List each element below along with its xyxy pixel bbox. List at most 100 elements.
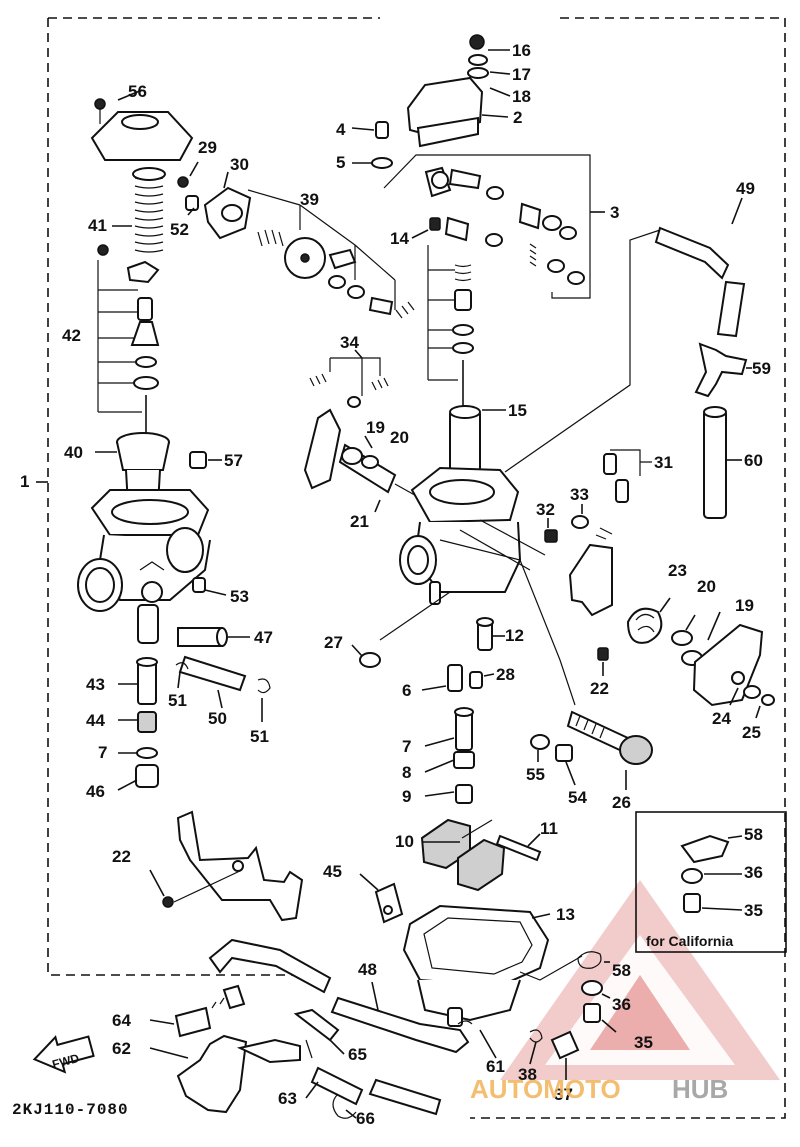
callout-38: 38 xyxy=(518,1065,537,1084)
callout-33: 33 xyxy=(570,485,589,504)
callout-47: 47 xyxy=(254,628,273,647)
plug-46 xyxy=(135,764,159,788)
callout-21: 21 xyxy=(350,512,369,531)
callout-30: 30 xyxy=(230,155,249,174)
callout-51b: 51 xyxy=(250,727,269,746)
callout-16: 16 xyxy=(512,41,531,60)
callout-14: 14 xyxy=(390,229,409,248)
washer-27 xyxy=(359,652,381,668)
callout-36a: 36 xyxy=(744,863,763,882)
callout-19a: 19 xyxy=(366,418,385,437)
callout-22a: 22 xyxy=(112,847,131,866)
callout-17: 17 xyxy=(512,65,531,84)
callout-60: 60 xyxy=(744,451,763,470)
callout-58b: 58 xyxy=(612,961,631,980)
callout-41: 41 xyxy=(88,216,107,235)
callout-7a: 7 xyxy=(98,743,107,762)
hose-49-59-60 xyxy=(504,197,752,519)
right-carb-body xyxy=(379,466,576,706)
callout-62: 62 xyxy=(112,1039,131,1058)
reference-code: 2KJ110-7080 xyxy=(12,1101,129,1119)
callout-63: 63 xyxy=(278,1089,297,1108)
callout-52: 52 xyxy=(170,220,189,239)
float-bowl-13 xyxy=(359,873,551,1027)
callout-56: 56 xyxy=(128,82,147,101)
callout-45: 45 xyxy=(323,862,342,881)
tube-47 xyxy=(177,627,250,647)
callout-29: 29 xyxy=(198,138,217,157)
callout-23: 23 xyxy=(668,561,687,580)
lower-hoses xyxy=(149,938,442,1119)
callout-1: 1 xyxy=(20,472,29,491)
callout-20a: 20 xyxy=(390,428,409,447)
callout-24: 24 xyxy=(712,709,731,728)
screws-31 xyxy=(603,449,652,503)
callout-6: 6 xyxy=(402,681,411,700)
california-box xyxy=(635,811,787,953)
callout-42: 42 xyxy=(62,326,81,345)
callout-58a: 58 xyxy=(744,825,763,844)
bracket-22a xyxy=(149,810,304,922)
screw-53 xyxy=(192,577,227,596)
lever-19-20-21 xyxy=(303,408,421,513)
spring-41 xyxy=(112,167,166,253)
top-cover-56 xyxy=(90,89,194,161)
callout-10: 10 xyxy=(395,832,414,851)
clip-51b xyxy=(257,678,271,694)
callout-22b: 22 xyxy=(590,679,609,698)
callout-12: 12 xyxy=(505,626,524,645)
bracket-choke xyxy=(568,527,613,617)
callout-15: 15 xyxy=(508,401,527,420)
callout-18: 18 xyxy=(512,87,531,106)
callout-66: 66 xyxy=(356,1109,375,1128)
jet-43 xyxy=(118,657,158,705)
assembly-boundary-1 xyxy=(47,17,786,1119)
plunger-26 xyxy=(566,710,653,790)
callout-43: 43 xyxy=(86,675,105,694)
diaphragm-group-39 xyxy=(247,189,415,319)
callout-32: 32 xyxy=(536,500,555,519)
watermark-brand-part2: HUB xyxy=(672,1074,728,1104)
fwd-label: FWD xyxy=(51,1051,81,1072)
screw-22b xyxy=(597,647,609,676)
callout-35b: 35 xyxy=(634,1033,653,1052)
screw-37-clip-38 xyxy=(529,1029,580,1080)
callout-39: 39 xyxy=(300,190,319,209)
callout-9: 9 xyxy=(402,787,411,806)
linkage-group-3 xyxy=(383,154,605,299)
callout-53: 53 xyxy=(230,587,249,606)
needle-stack-42 xyxy=(97,244,160,440)
callout-5: 5 xyxy=(336,153,345,172)
callout-4: 4 xyxy=(336,120,346,139)
callout-46: 46 xyxy=(86,782,105,801)
o-ring-7a xyxy=(136,747,158,759)
tube-48 xyxy=(330,981,470,1054)
callout-19b: 19 xyxy=(735,596,754,615)
needle-stack-right xyxy=(427,245,506,473)
jet-44 xyxy=(137,711,157,733)
screw-32-washer-33 xyxy=(544,504,589,543)
watermark-brand-part1: AUTOMOTO xyxy=(470,1074,621,1104)
fwd-arrow-icon xyxy=(32,1035,95,1074)
callout-61: 61 xyxy=(486,1057,505,1076)
callout-64: 64 xyxy=(112,1011,131,1030)
lever-right-23-19-24-25 xyxy=(626,597,775,719)
jet-12 xyxy=(476,617,505,651)
callout-35a: 35 xyxy=(744,901,763,920)
callout-44: 44 xyxy=(86,711,105,730)
needle-jet-7-8-9 xyxy=(424,707,475,804)
callout-51a: 51 xyxy=(168,691,187,710)
callout-34: 34 xyxy=(340,333,359,352)
callout-2: 2 xyxy=(513,108,522,127)
callout-13: 13 xyxy=(556,905,575,924)
callout-48: 48 xyxy=(358,960,377,979)
clip-51a xyxy=(175,662,189,670)
jet-6-28 xyxy=(421,664,495,692)
callout-55: 55 xyxy=(526,765,545,784)
callout-11: 11 xyxy=(540,819,558,838)
linkage-34 xyxy=(309,349,389,408)
callout-27: 27 xyxy=(324,633,343,652)
callout-31: 31 xyxy=(654,453,673,472)
callout-25: 25 xyxy=(742,723,761,742)
callout-37: 37 xyxy=(554,1085,573,1104)
